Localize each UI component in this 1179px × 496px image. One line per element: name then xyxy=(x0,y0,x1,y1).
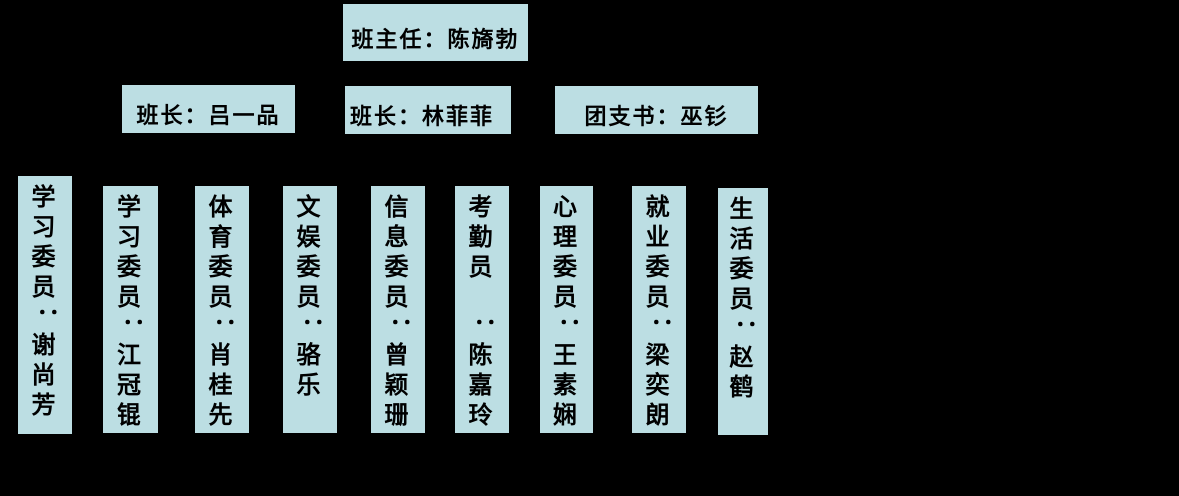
committee-text: 文娱委员：骆乐 xyxy=(292,194,328,402)
committee-box-attendance: 考勤员 ：陈嘉玲 xyxy=(455,186,509,433)
committee-name: 曾颖珊 xyxy=(380,342,408,432)
committee-name: 江冠锟 xyxy=(112,342,141,432)
committee-title: 考勤员 xyxy=(464,194,492,284)
committee-name: 谢尚芳 xyxy=(27,332,55,422)
committee-title: 生活委员 xyxy=(725,196,753,316)
committee-title: 学习委员 xyxy=(27,184,55,304)
committee-text: 就业委员：梁奕朗 xyxy=(641,194,677,432)
committee-text: 心理委员：王素娴 xyxy=(548,194,585,432)
committee-title: 文娱委员 xyxy=(292,194,320,314)
committee-colon: ： xyxy=(212,316,240,340)
committee-name: 肖桂先 xyxy=(204,342,232,432)
committee-title: 学习委员 xyxy=(112,194,141,314)
committee-colon: ： xyxy=(556,316,585,340)
committee-colon: ： xyxy=(120,316,149,340)
committee-box-daily-life: 生活委员：赵鹤 xyxy=(718,188,768,435)
leader-label: 团支书：巫钐 xyxy=(584,105,729,130)
committee-text: 学习委员：江冠锟 xyxy=(112,194,149,432)
committee-box-study-1: 学习委员：谢尚芳 xyxy=(18,176,72,434)
committee-box-information: 信息委员：曾颖珊 xyxy=(371,186,425,433)
committee-title: 心理委员 xyxy=(548,194,577,314)
leader-box-monitor-1: 班长：吕一品 xyxy=(122,85,295,133)
committee-text: 考勤员 ：陈嘉玲 xyxy=(464,194,500,432)
committee-text: 体育委员：肖桂先 xyxy=(204,194,240,432)
committee-name: 王素娴 xyxy=(548,342,577,432)
committee-colon: ： xyxy=(733,318,761,342)
committee-text: 信息委员：曾颖珊 xyxy=(380,194,416,432)
committee-text: 学习委员：谢尚芳 xyxy=(27,184,63,422)
committee-title: 信息委员 xyxy=(380,194,408,314)
committee-name: 梁奕朗 xyxy=(641,342,669,432)
committee-box-psychology: 心理委员：王素娴 xyxy=(540,186,593,433)
connector-tick-first-column xyxy=(44,166,46,184)
committee-title: 体育委员 xyxy=(204,194,232,314)
committee-colon: ： xyxy=(35,306,63,330)
leader-label: 班长：吕一品 xyxy=(136,104,281,129)
committee-box-employment: 就业委员：梁奕朗 xyxy=(632,186,686,433)
leader-box-monitor-2: 班长：林菲菲 xyxy=(345,86,511,134)
committee-colon: ： xyxy=(300,316,328,340)
committee-name: 赵鹤 xyxy=(725,344,753,404)
committee-colon: ： xyxy=(388,316,416,340)
committee-colon: ： xyxy=(472,316,500,340)
head-teacher-box: 班主任：陈旖勃 xyxy=(343,4,528,61)
committee-box-study-2: 学习委员：江冠锟 xyxy=(103,186,158,433)
committee-name: 骆乐 xyxy=(292,342,320,402)
leader-box-league-secretary: 团支书：巫钐 xyxy=(555,86,758,134)
head-teacher-label: 班主任：陈旖勃 xyxy=(351,27,520,53)
committee-colon: ： xyxy=(649,316,677,340)
committee-name: 陈嘉玲 xyxy=(464,342,492,432)
committee-text: 生活委员：赵鹤 xyxy=(725,196,761,404)
committee-box-recreation: 文娱委员：骆乐 xyxy=(283,186,337,433)
committee-title: 就业委员 xyxy=(641,194,669,314)
leader-label: 班长：林菲菲 xyxy=(350,105,495,130)
committee-box-sports: 体育委员：肖桂先 xyxy=(195,186,249,433)
